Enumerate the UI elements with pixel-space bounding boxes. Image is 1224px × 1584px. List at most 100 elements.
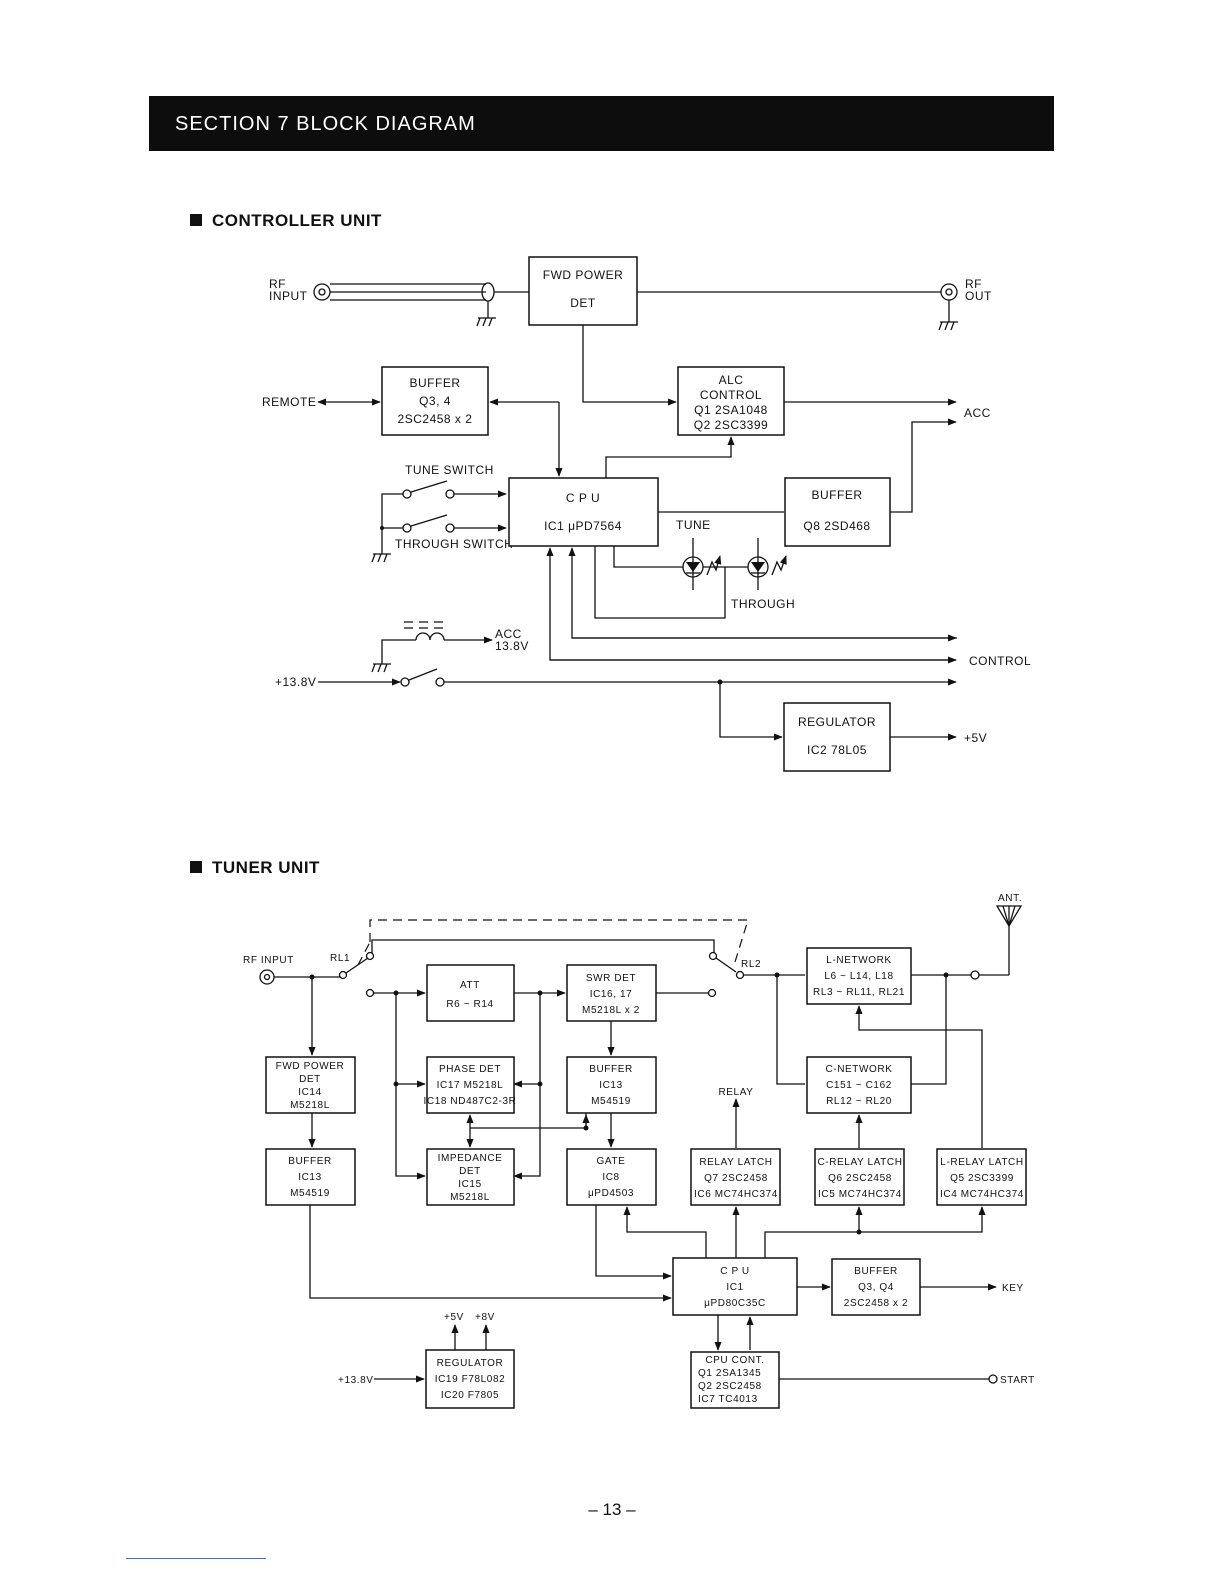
gate-ic: IC8 [602, 1172, 619, 1183]
tuner-cpu-ic: IC1 [726, 1282, 743, 1293]
swr-det-ic: IC16, 17 [590, 989, 633, 1000]
relay-latch-block [690, 1148, 781, 1206]
l-network-block [806, 947, 912, 1005]
swr-det-label: SWR DET [586, 973, 636, 984]
relay-label: RELAY [718, 1087, 753, 1098]
buffer-ic13-block [566, 1056, 657, 1114]
tuner-rf-input-label: RF INPUT [243, 955, 294, 966]
alc-control-block [677, 366, 785, 436]
tuner-cpu-label: C P U [720, 1266, 750, 1277]
c-network-relays: RL12 ~ RL20 [826, 1096, 892, 1107]
buffer-key-type: 2SC2458 x 2 [844, 1298, 908, 1309]
alc-label: ALC [719, 373, 744, 387]
impedance-det-type: M5218L [450, 1192, 490, 1203]
l-network-relays: RL3 ~ RL11, RL21 [813, 987, 905, 998]
tuner-5v-label: +5V [444, 1312, 464, 1323]
cpu-cont-q1: Q1 2SA1345 [698, 1368, 761, 1379]
gate-label: GATE [597, 1156, 626, 1167]
controller-cpu-ic-label: IC1 μPD7564 [544, 519, 622, 533]
ground-icon [938, 321, 958, 331]
c-relay-latch-label: C-RELAY LATCH [817, 1157, 902, 1168]
tuner-fwd-power-block [265, 1056, 356, 1114]
buffer-left-block [265, 1148, 356, 1206]
rl1-switch-icon [338, 951, 375, 998]
buffer-key-block [831, 1258, 921, 1316]
tuner-fwd-det-label: DET [299, 1074, 321, 1085]
acc-138-label-2: 13.8V [495, 639, 529, 653]
att-resistors: R6 ~ R14 [446, 999, 493, 1010]
controller-138v-label: +13.8V [275, 675, 316, 689]
rl2-label: RL2 [741, 959, 761, 970]
buffer-left-label: BUFFER [288, 1156, 332, 1167]
controller-unit-diagram: RF INPUT FWD POWER DET RF OUT BUFFER Q3,… [262, 256, 1031, 772]
alc-control-label: CONTROL [700, 388, 762, 402]
through-led-label: THROUGH [731, 597, 795, 611]
tuner-rf-input-connector-icon [259, 969, 275, 985]
buffer-q8-part: Q8 2SD468 [803, 519, 870, 533]
rf-input-connector-icon [313, 283, 331, 301]
rf-input-label-1: RF [269, 277, 286, 291]
tuner-unit-diagram: ANT. RF INPUT RL1 [243, 893, 1034, 1409]
impedance-det-ic: IC15 [458, 1179, 482, 1190]
phase-det-label: PHASE DET [439, 1064, 501, 1075]
buffer-ic13-label: BUFFER [589, 1064, 633, 1075]
tuner-fwd-power-label: FWD POWER [276, 1061, 345, 1072]
tuner-cpu-block [672, 1257, 798, 1316]
acc-138-label-1: ACC [495, 627, 522, 641]
l-relay-latch-ic4: IC4 MC74HC374 [940, 1189, 1024, 1200]
gate-type: μPD4503 [588, 1188, 634, 1199]
ground-icon [371, 663, 391, 673]
remote-label: REMOTE [262, 395, 316, 409]
acc-output-label: ACC [964, 406, 991, 420]
antenna-icon [995, 905, 1023, 975]
controller-unit-title: CONTROLLER UNIT [212, 211, 382, 230]
tuner-unit-title: TUNER UNIT [212, 858, 320, 877]
buffer-q3-4-block [381, 366, 489, 436]
ground-icon [476, 317, 496, 327]
tuner-unit-heading: TUNER UNIT [190, 858, 320, 878]
buffer-key-label: BUFFER [854, 1266, 898, 1277]
l-relay-latch-q5: Q5 2SC3399 [950, 1173, 1014, 1184]
power-switch-icon [400, 668, 445, 687]
through-switch-icon [402, 514, 455, 533]
l-relay-latch-block [936, 1148, 1027, 1206]
tune-led-label: TUNE [676, 518, 711, 532]
footer-rule [126, 1558, 266, 1559]
swr-det-type: M5218L x 2 [582, 1005, 640, 1016]
cpu-cont-q2: Q2 2SC2458 [698, 1381, 762, 1392]
gate-block [566, 1148, 657, 1206]
controller-regulator-label: REGULATOR [798, 715, 876, 729]
alc-q2-label: Q2 2SC3399 [694, 418, 768, 432]
tuner-regulator-block [425, 1349, 515, 1409]
through-switch-label: THROUGH SWITCH [395, 537, 513, 551]
tune-led-icon [682, 538, 722, 590]
buffer-q3-4-label: BUFFER [410, 376, 461, 390]
l-network-coils: L6 ~ L14, L18 [824, 971, 893, 982]
section-header-bar: SECTION 7 BLOCK DIAGRAM [149, 96, 1054, 151]
cpu-cont-label: CPU CONT. [705, 1355, 764, 1366]
tune-switch-icon [402, 480, 455, 499]
impedance-det-block [426, 1148, 515, 1206]
controller-cpu-label: C P U [566, 491, 600, 505]
phase-det-ic17: IC17 M5218L [437, 1080, 504, 1091]
buffer-left-ic: IC13 [298, 1172, 322, 1183]
antenna-label: ANT. [998, 893, 1022, 904]
swr-det-block [566, 964, 657, 1022]
buffer-q3-4-type: 2SC2458 x 2 [398, 412, 473, 426]
start-terminal-icon [988, 1374, 998, 1384]
tuner-fwd-ic: IC14 [298, 1087, 322, 1098]
controller-regulator-ic: IC2 78L05 [807, 743, 867, 757]
c-relay-latch-ic5: IC5 MC74HC374 [818, 1189, 902, 1200]
c-network-block [806, 1056, 912, 1114]
fwd-power-det-label: DET [570, 296, 596, 310]
c-network-caps: C151 ~ C162 [826, 1080, 892, 1091]
through-led-icon [747, 538, 787, 590]
att-block [426, 964, 515, 1022]
cpu-cont-ic7: IC7 TC4013 [698, 1394, 758, 1405]
bullet-square-icon [190, 214, 202, 226]
impedance-det-det: DET [459, 1166, 481, 1177]
buffer-q3-4-part: Q3, 4 [419, 394, 451, 408]
relay-latch-q7: Q7 2SC2458 [704, 1173, 768, 1184]
tuner-cpu-type: μPD80C35C [704, 1298, 766, 1309]
